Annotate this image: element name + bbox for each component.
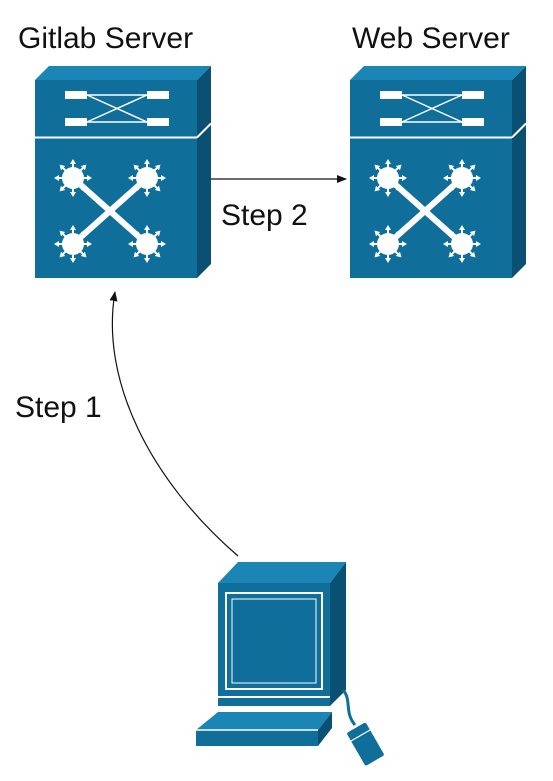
step2-label: Step 2 xyxy=(221,199,308,232)
desktop-computer-icon xyxy=(196,562,384,766)
step1-arrow xyxy=(109,291,239,557)
web-server-switch-icon xyxy=(350,66,526,278)
gitlab-server-label: Gitlab Server xyxy=(18,22,194,55)
step1-label: Step 1 xyxy=(15,391,102,424)
gitlab-server-switch-icon xyxy=(35,66,211,278)
web-server-label: Web Server xyxy=(352,22,510,55)
